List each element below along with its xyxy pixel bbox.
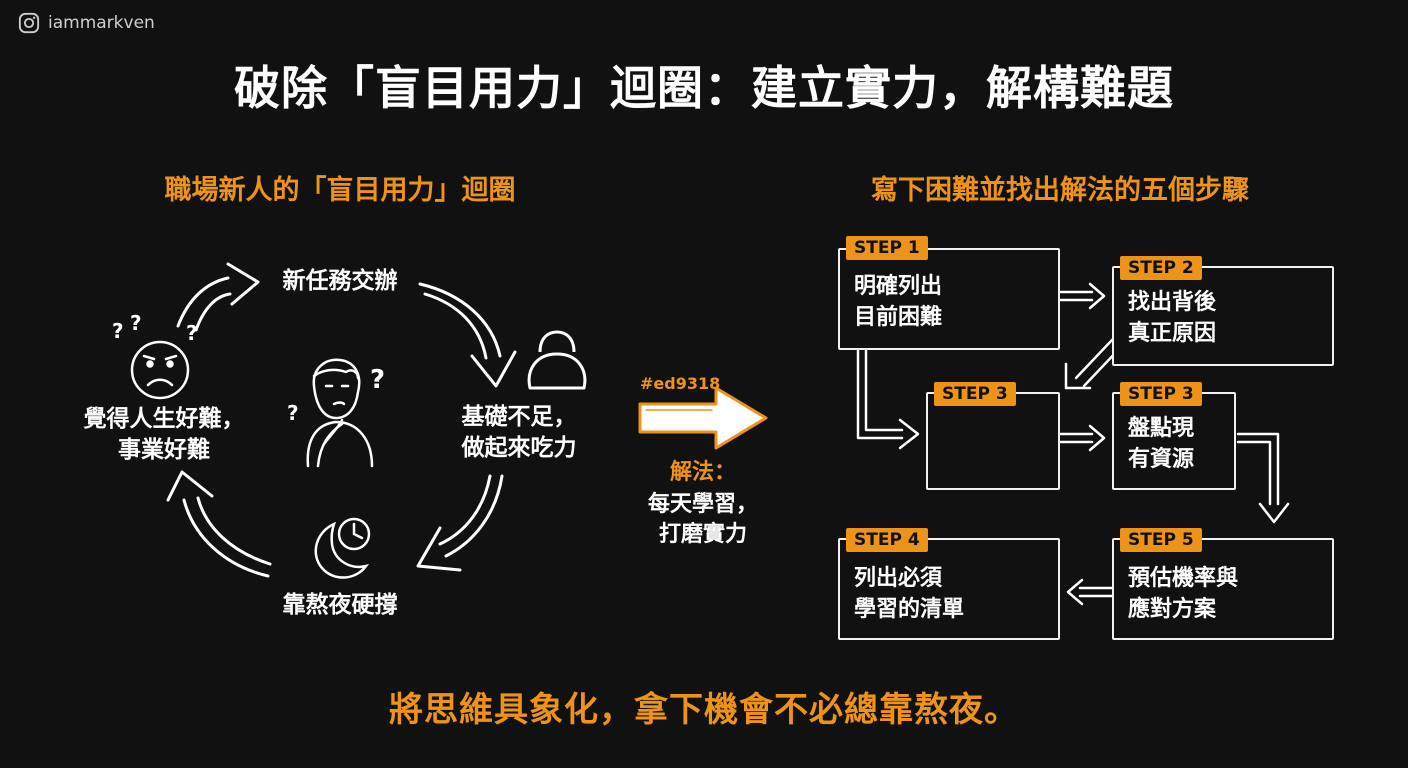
question-mark-icon: ?: [370, 365, 385, 395]
step-3-resources-box: 盤點現 有資源: [1112, 392, 1236, 490]
right-section-title: 寫下困難並找出解法的五個步驟: [871, 175, 1249, 206]
solution-arrow-icon: [638, 386, 768, 450]
step-2-text: 找出背後 真正原因: [1128, 288, 1216, 350]
step-3-tools-box: [926, 392, 1060, 490]
question-mark-icon: ?: [287, 401, 299, 425]
step-text-line: 應對方案: [1128, 596, 1217, 622]
instagram-handle: iammarkven: [18, 12, 155, 34]
loop-node-life-is-hard: 覺得人生好難， 事業好難: [64, 404, 264, 466]
loop-arrow-top-to-right: [418, 282, 517, 388]
step-3-resources-text: 盤點現 有資源: [1128, 414, 1194, 476]
loop-arrow-bottom-to-left: [166, 470, 272, 578]
loop-arrow-left-to-top: [176, 262, 260, 332]
solution-line: 打磨實力: [658, 521, 747, 547]
step-5-box: 預估機率與 應對方案: [1112, 538, 1334, 640]
question-mark-icon: ?: [186, 321, 198, 345]
step-text-line: 學習的清單: [854, 596, 965, 622]
step-3-tools-tag: STEP 3: [934, 382, 1016, 406]
instagram-icon: [18, 12, 40, 34]
loop-arrow-right-to-bottom: [416, 474, 504, 572]
step-text-line: 目前困難: [854, 304, 943, 330]
step-2-tag: STEP 2: [1120, 256, 1202, 280]
step-1-box: 明確列出 目前困難: [838, 248, 1060, 350]
step-flow-arrows: [856, 282, 1290, 606]
handle-text: iammarkven: [48, 13, 155, 33]
step-text-line: 預估機率與: [1128, 566, 1239, 591]
step-3-resources-tag: STEP 3: [1120, 382, 1202, 406]
solution-text: 每天學習， 打磨實力: [618, 490, 788, 549]
loop-node-line: 基礎不足，: [461, 404, 577, 430]
kettlebell-icon: [527, 330, 587, 390]
step-text-line: 有資源: [1128, 446, 1195, 472]
thinking-person-icon: [306, 358, 374, 468]
step-4-tag: STEP 4: [846, 528, 928, 552]
step-text-line: 真正原因: [1128, 320, 1217, 346]
step-4-box: 列出必須 學習的清單: [838, 538, 1060, 640]
step-1-text: 明確列出 目前困難: [854, 272, 942, 334]
arrow-label: #ed9318: [640, 374, 721, 393]
loop-node-line: 事業好難: [118, 437, 210, 464]
step-5-text: 預估機率與 應對方案: [1128, 564, 1238, 626]
step-text-line: 找出背後: [1128, 290, 1217, 315]
footer-slogan: 將思維具象化，拿下機會不必總靠熬夜。: [389, 690, 1019, 730]
step-5-tag: STEP 5: [1120, 528, 1202, 552]
step-text-line: 盤點現: [1128, 416, 1195, 441]
loop-node-stay-up-late: 靠熬夜硬撐: [282, 592, 398, 618]
left-section-title: 職場新人的「盲目用力」迴圈: [164, 175, 516, 206]
solution-label: 解法：: [669, 460, 736, 485]
loop-node-weak-foundation: 基礎不足， 做起來吃力: [434, 402, 604, 464]
sad-face-icon: [130, 340, 190, 400]
solution-line: 每天學習，: [647, 492, 758, 517]
loop-node-line: 做起來吃力: [461, 435, 577, 462]
step-1-tag: STEP 1: [846, 236, 928, 260]
main-title: 破除「盲目用力」迴圈：建立實力，解構難題: [234, 61, 1174, 115]
step-text-line: 明確列出: [854, 274, 943, 299]
loop-node-line: 覺得人生好難，: [83, 406, 245, 432]
loop-node-new-task: 新任務交辦: [282, 268, 398, 294]
step-text-line: 列出必須: [854, 566, 943, 591]
step-2-box: 找出背後 真正原因: [1112, 266, 1334, 366]
question-mark-icon: ?: [130, 311, 142, 335]
moon-clock-icon: [314, 517, 371, 579]
step-4-text: 列出必須 學習的清單: [854, 564, 964, 626]
question-mark-icon: ?: [112, 319, 124, 343]
